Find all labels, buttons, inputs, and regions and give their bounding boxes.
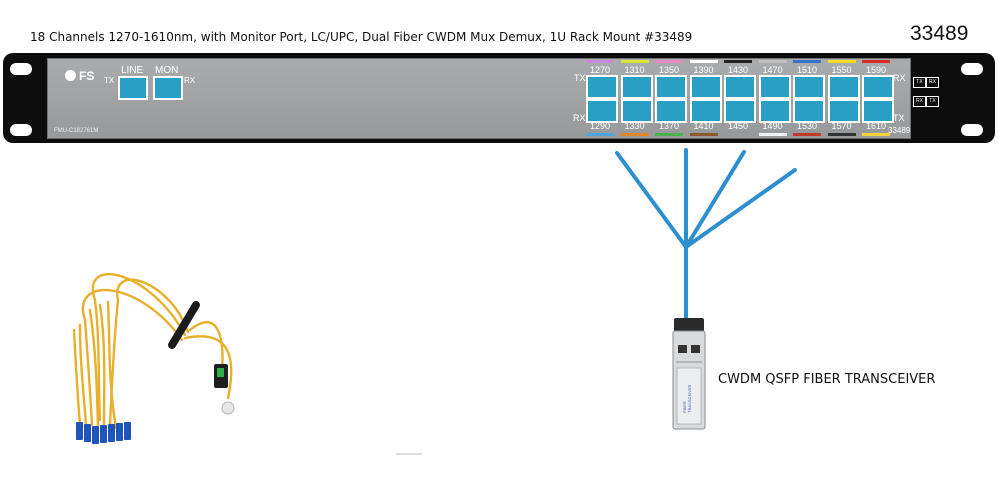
channel-label: 1370 (658, 121, 680, 131)
channel-port (620, 75, 653, 99)
channel-port (758, 75, 791, 99)
faceplate-id: 33489 (888, 126, 911, 135)
channel-label: 1330 (624, 121, 645, 131)
channel-color-strip (655, 60, 683, 63)
channel-label: 1590 (865, 65, 887, 75)
line-port (118, 76, 148, 100)
channel-label: 1410 (693, 121, 714, 131)
channel-color-strip (689, 60, 718, 63)
rack-ear-slot (10, 63, 32, 75)
mini-tx-box: TX (926, 96, 939, 107)
channel-label: 1450 (727, 121, 749, 131)
channel-port (586, 75, 618, 99)
channel-tx-label: TX (574, 73, 586, 83)
channel-color-strip (620, 60, 649, 63)
channel-label: 1390 (693, 65, 714, 75)
channel-label: 1310 (624, 65, 645, 75)
qsfp-transceiver (672, 318, 706, 430)
channel-color-strip (620, 133, 649, 136)
fiber-cable-bundle (72, 273, 423, 455)
channel-port (827, 99, 860, 123)
line-tx-label: TX (104, 76, 115, 85)
channel-label: 1530 (796, 121, 818, 131)
channel-port (655, 75, 687, 99)
channel-label: 1290 (589, 121, 611, 131)
transceiver-label: CWDM QSFP FIBER TRANSCEIVER (718, 372, 936, 387)
model-number: FMU-C182761M (54, 128, 99, 134)
channel-port (586, 99, 618, 123)
channel-port (793, 75, 825, 99)
mini-rx-box: RX (913, 96, 926, 107)
product-id: 33489 (910, 22, 969, 45)
channel-color-strip (793, 60, 821, 63)
mini-tx-box: TX (913, 77, 926, 88)
channel-port (827, 75, 860, 99)
brand-name: FS (79, 69, 95, 83)
channel-color-strip (758, 133, 787, 136)
channel-label: 1430 (727, 65, 749, 75)
channel-label: 1570 (831, 121, 852, 131)
fiber-line (684, 150, 746, 249)
mon-rx-label: RX (184, 76, 196, 85)
mini-rx-box: RX (926, 77, 939, 88)
channel-color-strip (827, 60, 856, 63)
channel-label: 1550 (831, 65, 852, 75)
channel-port (862, 75, 894, 99)
diagram-caption: 18 Channels 1270-1610nm, with Monitor Po… (30, 30, 693, 44)
channel-rx-label-right: RX (893, 73, 906, 83)
channel-label: 1610 (865, 121, 887, 131)
module-text: FIBER TRANSCEIVER (682, 384, 692, 413)
channel-tx-label-right: TX (893, 113, 905, 123)
line-label: LINE (121, 65, 144, 76)
channel-color-strip (724, 133, 752, 136)
channel-color-strip (758, 60, 787, 63)
mon-label: MON (155, 65, 179, 76)
channel-color-strip (862, 133, 890, 136)
channel-port (793, 99, 825, 123)
fiber-line (684, 168, 797, 249)
channel-color-strip (586, 60, 614, 63)
channel-port (689, 99, 722, 123)
channel-label: 1490 (762, 121, 783, 131)
channel-label: 1510 (796, 65, 818, 75)
channel-port (862, 99, 894, 123)
channel-port (620, 99, 653, 123)
mon-port (153, 76, 183, 100)
channel-color-strip (827, 133, 856, 136)
rack-ear-slot (10, 124, 32, 136)
channel-port (655, 99, 687, 123)
channel-port (724, 75, 756, 99)
channel-port (758, 99, 791, 123)
channel-label: 1350 (658, 65, 680, 75)
channel-color-strip (655, 133, 683, 136)
channel-label: 1470 (762, 65, 783, 75)
channel-color-strip (689, 133, 718, 136)
rack-ear-slot (961, 124, 983, 136)
brand-icon (65, 70, 76, 81)
channel-color-strip (793, 133, 821, 136)
channel-color-strip (862, 60, 890, 63)
channel-label: 1270 (589, 65, 611, 75)
rack-ear-slot (961, 63, 983, 75)
brand-logo: FS (65, 69, 94, 83)
channel-port (689, 75, 722, 99)
channel-color-strip (724, 60, 752, 63)
channel-rx-label: RX (573, 113, 586, 123)
channel-color-strip (586, 133, 614, 136)
channel-port (724, 99, 756, 123)
fiber-line (615, 151, 688, 249)
